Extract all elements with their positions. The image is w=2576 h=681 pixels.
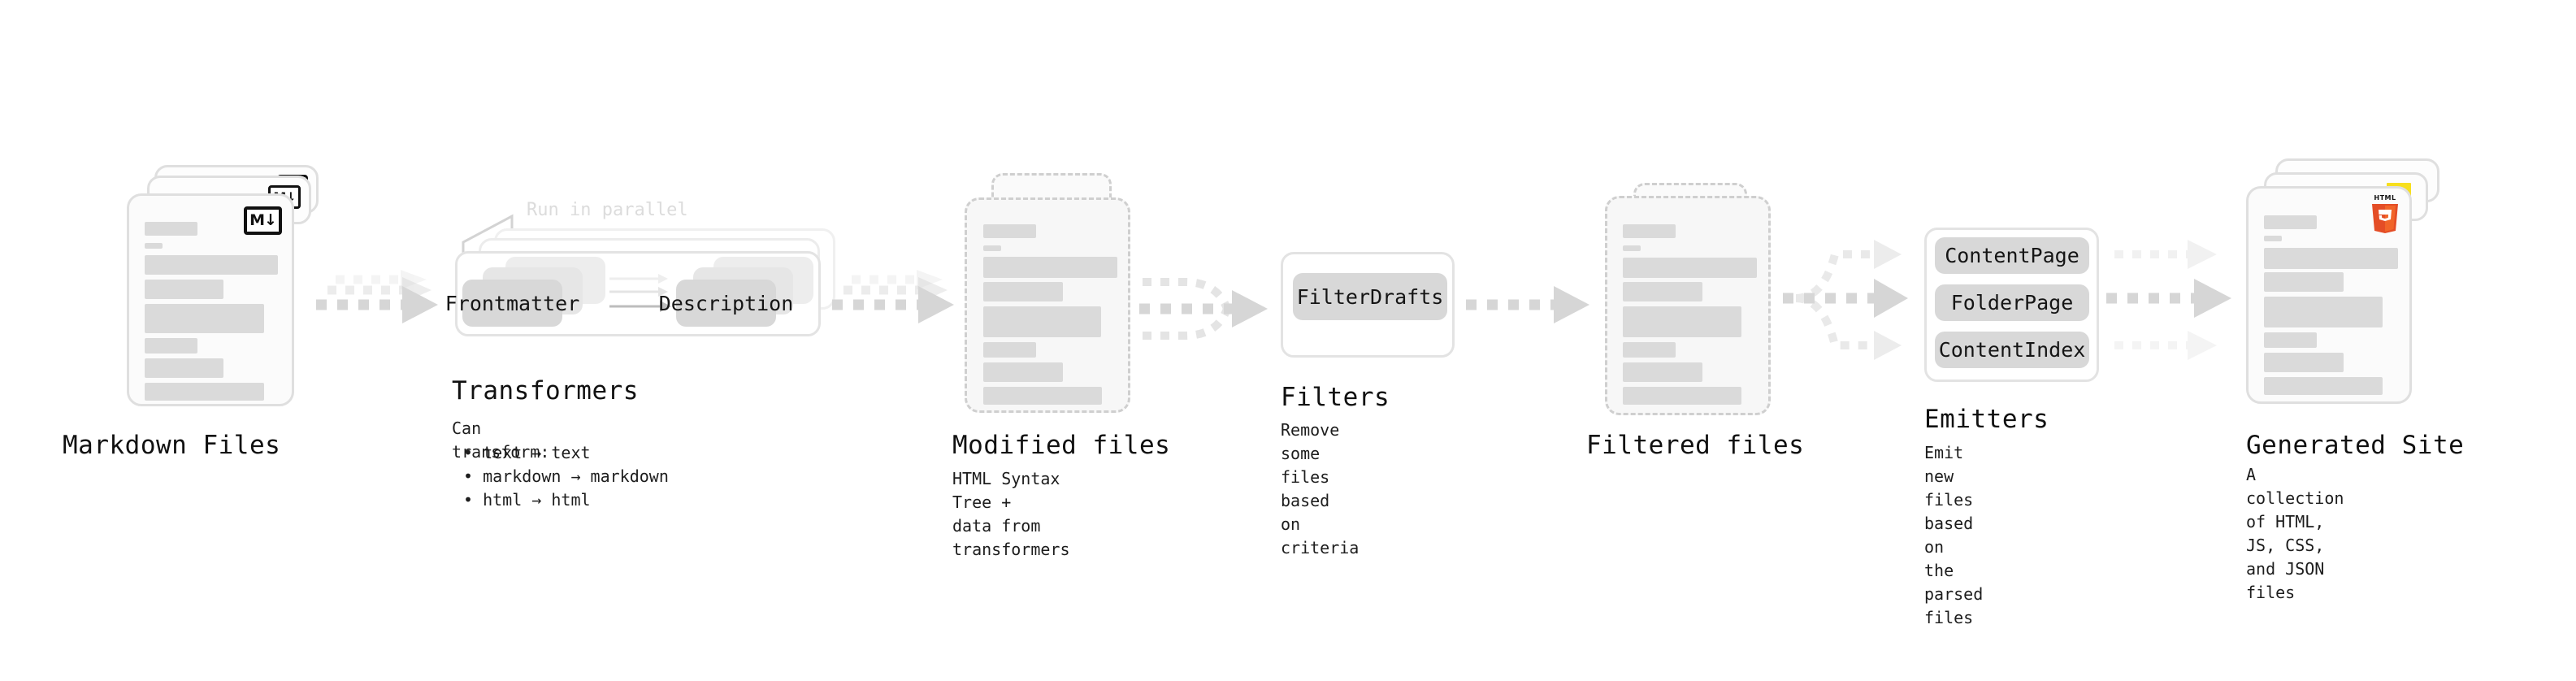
filters-title: Filters	[1281, 383, 1390, 412]
content-line	[2264, 297, 2383, 327]
content-line	[983, 224, 1036, 238]
chip-label: FolderPage	[1950, 291, 2074, 314]
content-line	[2264, 215, 2317, 229]
emitter-chip-contentpage[interactable]: ContentPage	[1935, 237, 2089, 274]
filtered-file-content	[1607, 198, 1768, 413]
markdown-files-title: Markdown Files	[63, 431, 281, 460]
content-line	[1623, 245, 1641, 251]
content-line	[983, 342, 1036, 358]
content-line	[983, 306, 1101, 337]
transformers-bullet-0: • text → text	[463, 443, 591, 462]
transformers-subtitle: Can transform:	[452, 419, 550, 462]
site-file-card-html: HTML	[2246, 186, 2412, 404]
filtered-file-card-front	[1605, 196, 1771, 415]
content-line	[145, 222, 197, 236]
markdown-icon-front: M↓	[244, 206, 282, 235]
modified-file-card-front	[965, 197, 1130, 413]
run-in-parallel-label: Run in parallel	[527, 200, 688, 220]
content-line	[983, 257, 1117, 278]
content-line	[145, 243, 163, 249]
generated-site-title: Generated Site	[2246, 431, 2465, 460]
modified-files-subtitle: HTML Syntax Tree + data from transformer…	[952, 469, 1070, 559]
transformers-bullet-2: • html → html	[463, 490, 591, 510]
chip-label: Frontmatter	[445, 291, 580, 315]
content-line	[145, 383, 264, 401]
arrow-modified-to-filters	[1139, 278, 1268, 340]
markdown-icon-arrow: ↓	[264, 211, 277, 229]
transformers-bullets: • text → text • markdown → markdown • ht…	[463, 441, 669, 512]
content-line	[983, 362, 1063, 382]
content-line	[2264, 236, 2282, 241]
transformers-bullet-1: • markdown → markdown	[463, 466, 669, 486]
emitter-chip-contentindex[interactable]: ContentIndex	[1935, 332, 2089, 368]
content-line	[1623, 387, 1741, 405]
chip-label: FilterDrafts	[1296, 284, 1444, 309]
content-line	[145, 304, 264, 333]
transformer-inner-arrows	[609, 274, 671, 312]
arrow-markdown-to-transformers	[316, 270, 438, 323]
markdown-icon-letter: M	[249, 211, 265, 229]
site-file-content	[2249, 189, 2409, 401]
content-line	[983, 245, 1001, 251]
content-line	[2264, 353, 2344, 372]
transformers-title: Transformers	[452, 376, 639, 406]
html5-icon-label: HTML	[2374, 194, 2396, 202]
transformer-chip-frontmatter[interactable]: Frontmatter	[445, 280, 579, 327]
arrow-filters-to-filtered	[1466, 286, 1589, 323]
content-line	[983, 282, 1063, 301]
html5-icon: HTML	[2370, 194, 2400, 233]
content-line	[145, 358, 223, 378]
content-line	[145, 280, 223, 299]
content-line	[1623, 282, 1702, 301]
markdown-file-content	[129, 196, 292, 404]
content-line	[1623, 258, 1757, 278]
content-line	[2264, 377, 2383, 395]
arrow-filtered-to-emitters	[1783, 240, 1908, 360]
filtered-files-title: Filtered files	[1586, 431, 1805, 460]
chip-label: ContentIndex	[1938, 338, 2086, 362]
content-line	[1623, 342, 1676, 358]
chip-label: ContentPage	[1945, 244, 2079, 267]
emitter-chip-folderpage[interactable]: FolderPage	[1935, 284, 2089, 321]
content-line	[2264, 248, 2398, 269]
content-line	[983, 387, 1102, 405]
filters-subtitle: Remove some files based on criteria	[1281, 420, 1360, 557]
arrow-emitters-to-site	[2106, 240, 2231, 360]
markdown-file-card-front: M↓	[127, 193, 294, 406]
generated-site-subtitle: A collection of HTML, JS, CSS, and JSON …	[2246, 465, 2344, 602]
emitters-title: Emitters	[1924, 405, 2049, 434]
content-line	[1623, 306, 1741, 337]
filter-chip-filterdrafts[interactable]: FilterDrafts	[1293, 273, 1447, 320]
content-line	[145, 255, 278, 275]
modified-files-title: Modified files	[952, 431, 1171, 460]
content-line	[145, 338, 197, 354]
content-line	[2264, 272, 2344, 292]
chip-label: Description	[658, 291, 794, 315]
content-line	[1623, 224, 1676, 238]
content-line	[2264, 332, 2317, 348]
html5-shield	[2372, 204, 2398, 233]
emitters-subtitle: Emit new files based on the parsed files	[1924, 443, 1984, 627]
modified-file-content	[967, 200, 1128, 410]
transformer-chip-description[interactable]: Description	[659, 280, 793, 327]
arrow-transformers-to-modified	[832, 270, 954, 323]
content-line	[1623, 362, 1702, 382]
